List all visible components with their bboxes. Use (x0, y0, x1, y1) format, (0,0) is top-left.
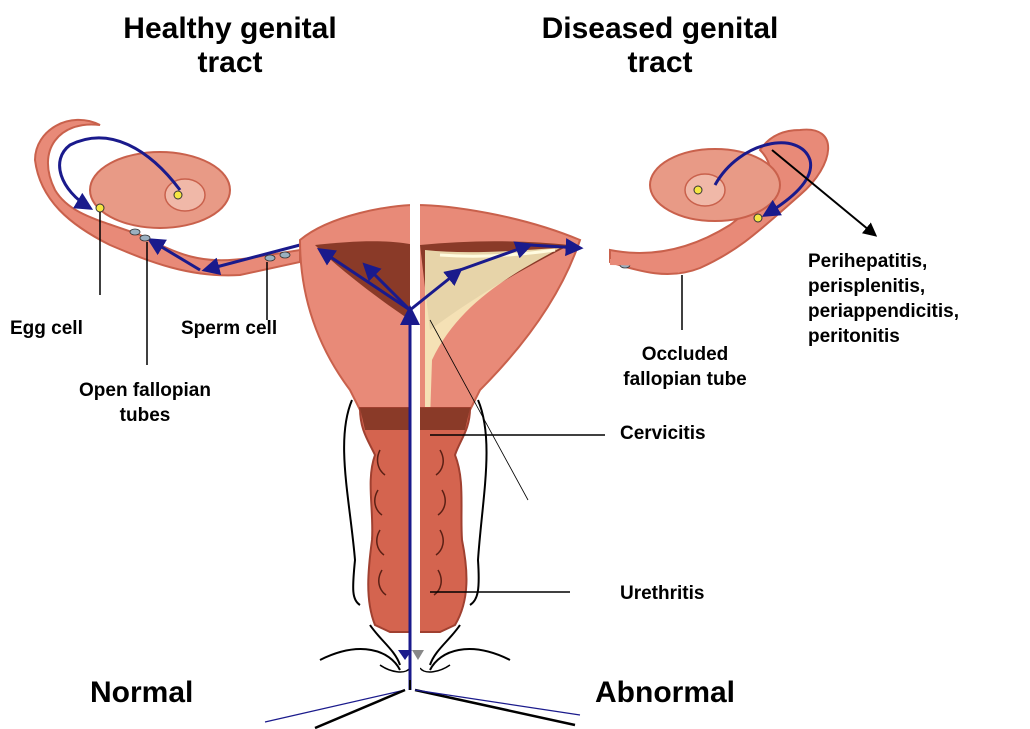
urethritis-label: Urethritis (620, 581, 704, 606)
right-ovary-tube (610, 130, 828, 274)
abnormal-label: Abnormal (595, 675, 735, 711)
healthy-title-line2: tract (95, 46, 365, 80)
open-fallopian-label: Open fallopian tubes (40, 378, 250, 428)
peritonitis-label: Perihepatitis, perisplenitis, periappend… (808, 249, 959, 349)
peri-line4: peritonitis (808, 324, 959, 349)
cervicitis-label: Cervicitis (620, 421, 706, 446)
healthy-title: Healthy genital tract (95, 12, 365, 80)
normal-label: Normal (90, 675, 193, 711)
bottom-lines (265, 680, 580, 728)
diseased-title: Diseased genital tract (515, 12, 805, 80)
peri-line2: perisplenitis, (808, 274, 959, 299)
peri-line3: periappendicitis, (808, 299, 959, 324)
peri-line1: Perihepatitis, (808, 249, 959, 274)
open-fallopian-line2: tubes (40, 403, 250, 428)
diseased-title-line2: tract (515, 46, 805, 80)
diseased-title-line1: Diseased genital (515, 12, 805, 46)
occluded-label: Occluded fallopian tube (600, 342, 770, 392)
healthy-title-line1: Healthy genital (95, 12, 365, 46)
occluded-line2: fallopian tube (600, 367, 770, 392)
uterus (300, 205, 580, 420)
occluded-line1: Occluded (600, 342, 770, 367)
sperm-cell-label: Sperm cell (181, 316, 277, 341)
open-fallopian-line1: Open fallopian (40, 378, 250, 403)
egg-cell-label: Egg cell (10, 316, 83, 341)
left-ovary-tube (35, 120, 300, 275)
